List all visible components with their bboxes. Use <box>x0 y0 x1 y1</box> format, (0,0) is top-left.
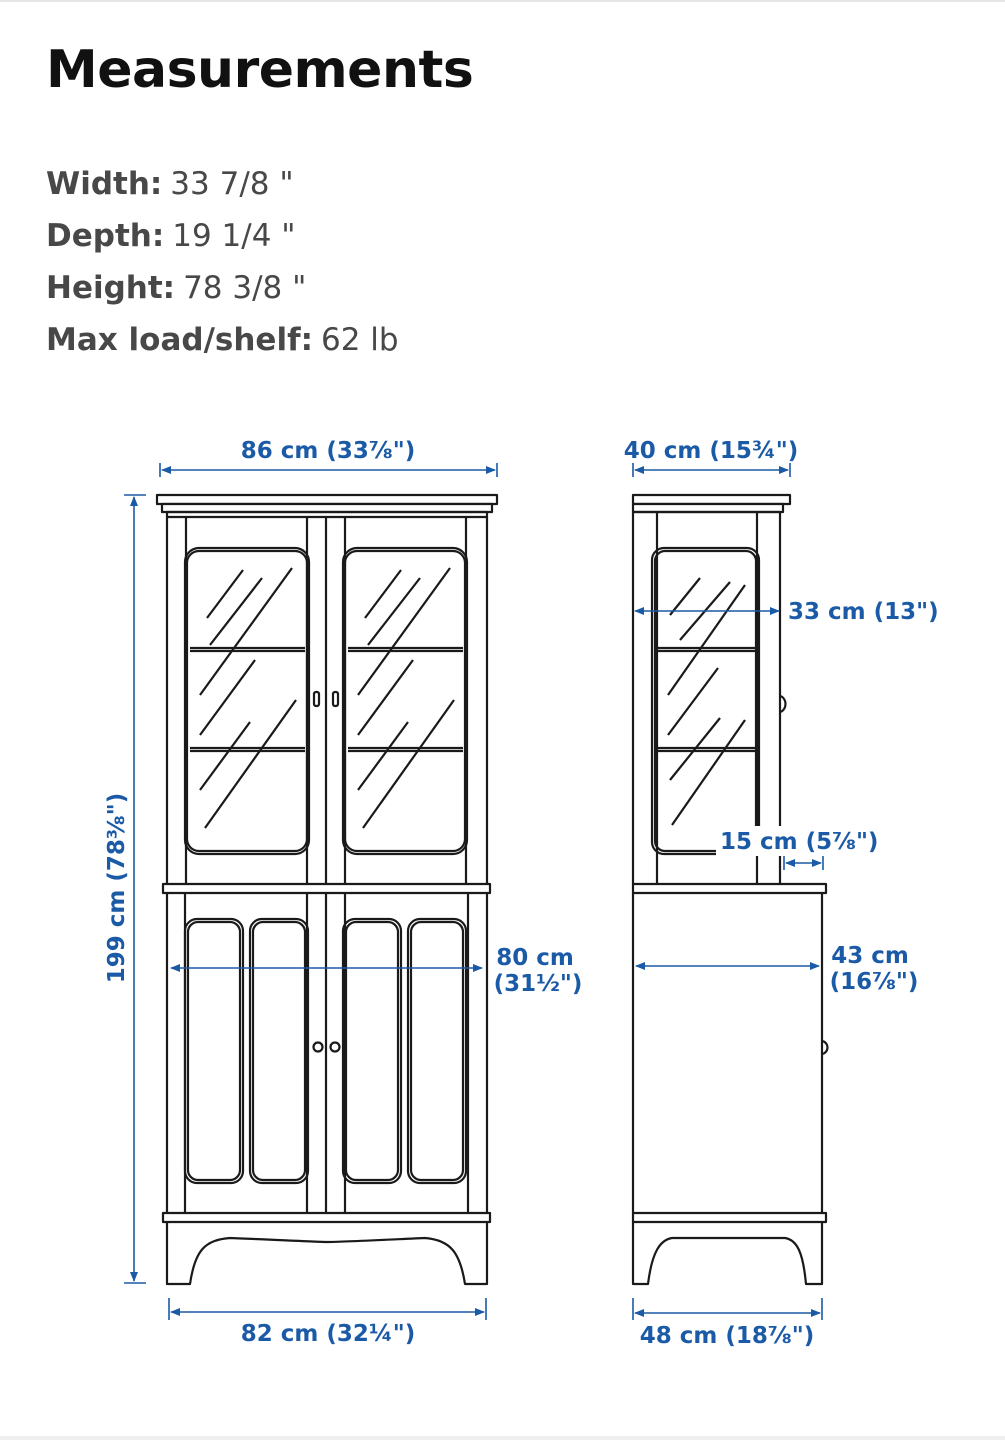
cabinet-side-view <box>631 493 829 1286</box>
bottom-divider <box>0 1436 1005 1440</box>
front-width-top-label: 86 cm (33⅞") <box>241 438 415 464</box>
page-title: Measurements <box>46 40 474 100</box>
spec-label: Max load/shelf: <box>46 322 313 358</box>
front-inner-width-label-line2: (31½") <box>494 971 583 997</box>
side-depth-bottom-label: 48 cm (18⅞") <box>640 1323 814 1349</box>
front-height-label: 199 cm (78⅜") <box>104 793 130 983</box>
spec-width: Width:33 7/8 " <box>46 158 399 210</box>
side-base-depth-label-line1: 43 cm <box>831 943 909 969</box>
spec-max-load: Max load/shelf:62 lb <box>46 314 399 366</box>
spec-depth: Depth:19 1/4 " <box>46 210 399 262</box>
dimension-lines <box>124 463 824 1320</box>
side-depth-top-label: 40 cm (15¾") <box>624 438 798 464</box>
spec-list: Width:33 7/8 " Depth:19 1/4 " Height:78 … <box>46 158 399 366</box>
spec-value: 62 lb <box>320 322 399 358</box>
spec-value: 78 3/8 " <box>183 270 307 306</box>
spec-value: 19 1/4 " <box>172 218 296 254</box>
side-base-depth-label-line2: (16⅞") <box>830 969 919 995</box>
spec-height: Height:78 3/8 " <box>46 262 399 314</box>
top-divider <box>0 0 1005 2</box>
spec-label: Height: <box>46 270 176 306</box>
spec-label: Width: <box>46 166 163 202</box>
spec-label: Depth: <box>46 218 165 254</box>
side-step-label: 15 cm (5⅞") <box>720 829 878 855</box>
cabinet-front-view <box>155 493 499 1286</box>
side-shelf-depth-label: 33 cm (13") <box>788 599 939 625</box>
spec-value: 33 7/8 " <box>170 166 294 202</box>
front-width-bottom-label: 82 cm (32¼") <box>241 1321 415 1347</box>
label-background <box>716 826 894 856</box>
front-inner-width-label-line1: 80 cm <box>496 945 574 971</box>
